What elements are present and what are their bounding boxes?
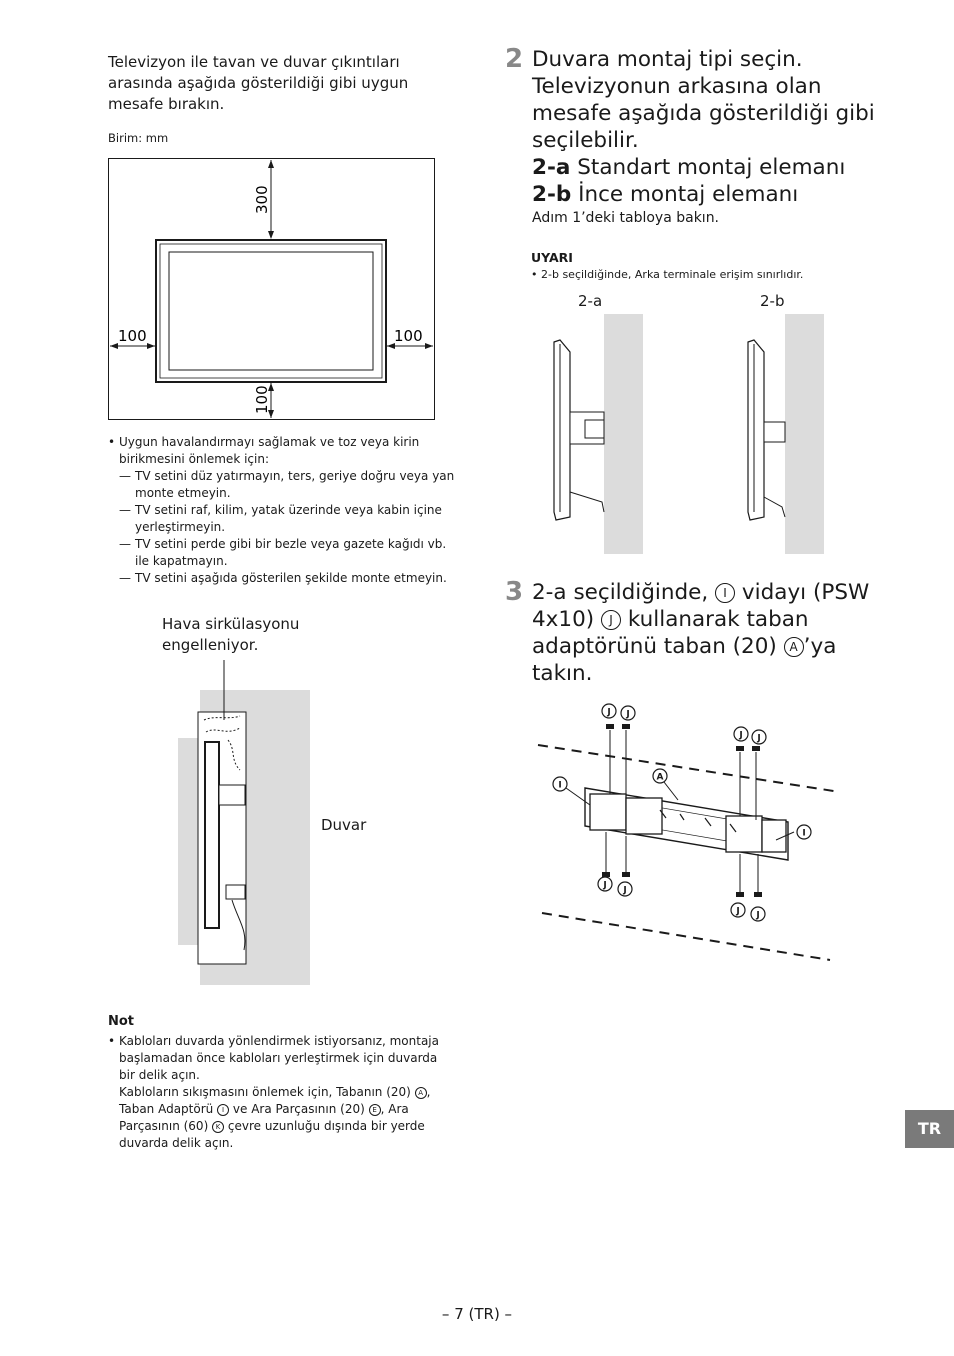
step-2-sub: Adım 1’deki tabloya bakın. — [532, 210, 720, 226]
callout-i: I — [802, 829, 805, 839]
ventilation-item: TV setini raf, kilim, yatak üzerinde vey… — [135, 503, 442, 534]
part-a-icon: A — [414, 1087, 427, 1099]
ventilation-item: TV setini aşağıda gösterilen şekilde mon… — [135, 571, 447, 585]
step-2-number: 2 — [505, 44, 524, 74]
distance-top: 300 — [253, 185, 271, 214]
step-3-number: 3 — [505, 577, 524, 607]
callout-j: J — [735, 907, 739, 917]
distance-bottom: 100 — [253, 385, 271, 414]
step-2-title: Duvara montaj tipi seçin. Televizyonun a… — [532, 47, 875, 153]
callout-j: J — [756, 734, 760, 744]
note-line-2: Kabloların sıkışmasını önlemek için, Tab… — [119, 1085, 431, 1150]
page-number: – 7 (TR) – — [441, 1305, 513, 1323]
ventilation-bullet: Uygun havalandırmayı sağlamak ve toz vey… — [119, 435, 420, 466]
distance-right: 100 — [394, 327, 423, 345]
distance-left: 100 — [118, 327, 147, 345]
language-tab: TR — [905, 1110, 954, 1148]
option-2b: 2-b İnce montaj elemanı — [532, 182, 799, 207]
warning-text: • 2-b seçildiğinde, Arka terminale erişi… — [531, 268, 804, 281]
callout-j: J — [606, 708, 610, 718]
option-2a: 2-a Standart montaj elemanı — [532, 155, 846, 180]
mount-type-diagram — [553, 314, 824, 554]
base-a-icon: A — [783, 637, 804, 657]
ventilation-list: •Uygun havalandırmayı sağlamak ve toz ve… — [108, 434, 458, 587]
part-e-icon: E — [368, 1104, 381, 1116]
note-body: • Kabloları duvarda yönlendirmek istiyor… — [108, 1033, 453, 1152]
clearance-diagram: 300 100 100 100 — [108, 158, 435, 420]
note-heading: Not — [108, 1014, 135, 1029]
air-circulation-label: Hava sirkülasyonu engelleniyor. — [162, 615, 300, 654]
label-2b: 2-b — [760, 292, 785, 310]
adapter-assembly-diagram: J J J J I A I J J J J — [537, 703, 841, 961]
callout-j: J — [625, 710, 629, 720]
blocked-mount-diagram — [178, 660, 310, 985]
screw-i-icon: I — [715, 583, 736, 603]
callout-j: J — [738, 731, 742, 741]
ventilation-item: TV setini perde gibi bir bezle veya gaze… — [135, 537, 447, 568]
unit-label: Birim: mm — [108, 131, 169, 145]
callout-j: J — [622, 886, 626, 896]
screw-j-icon: J — [601, 610, 621, 630]
wall-label: Duvar — [321, 816, 367, 834]
note-line-1: Kabloları duvarda yönlendirmek istiyorsa… — [119, 1034, 439, 1082]
step-2: 2 Duvara montaj tipi seçin. Televizyonun… — [505, 46, 885, 228]
callout-j: J — [602, 881, 606, 891]
step-3: 3 2-a seçildiğinde, I vidayı (PSW 4x10) … — [505, 577, 870, 687]
callout-a: A — [657, 773, 664, 783]
label-2a: 2-a — [578, 292, 603, 310]
callout-i: I — [558, 781, 561, 791]
intro-text: Televizyon ile tavan ve duvar çıkıntılar… — [108, 53, 409, 113]
warning-heading: UYARI — [531, 250, 573, 265]
ventilation-item: TV setini düz yatırmayın, ters, geriye d… — [135, 469, 455, 500]
part-i-icon: I — [217, 1104, 230, 1116]
callout-j: J — [755, 911, 759, 921]
part-k-icon: K — [212, 1121, 225, 1133]
